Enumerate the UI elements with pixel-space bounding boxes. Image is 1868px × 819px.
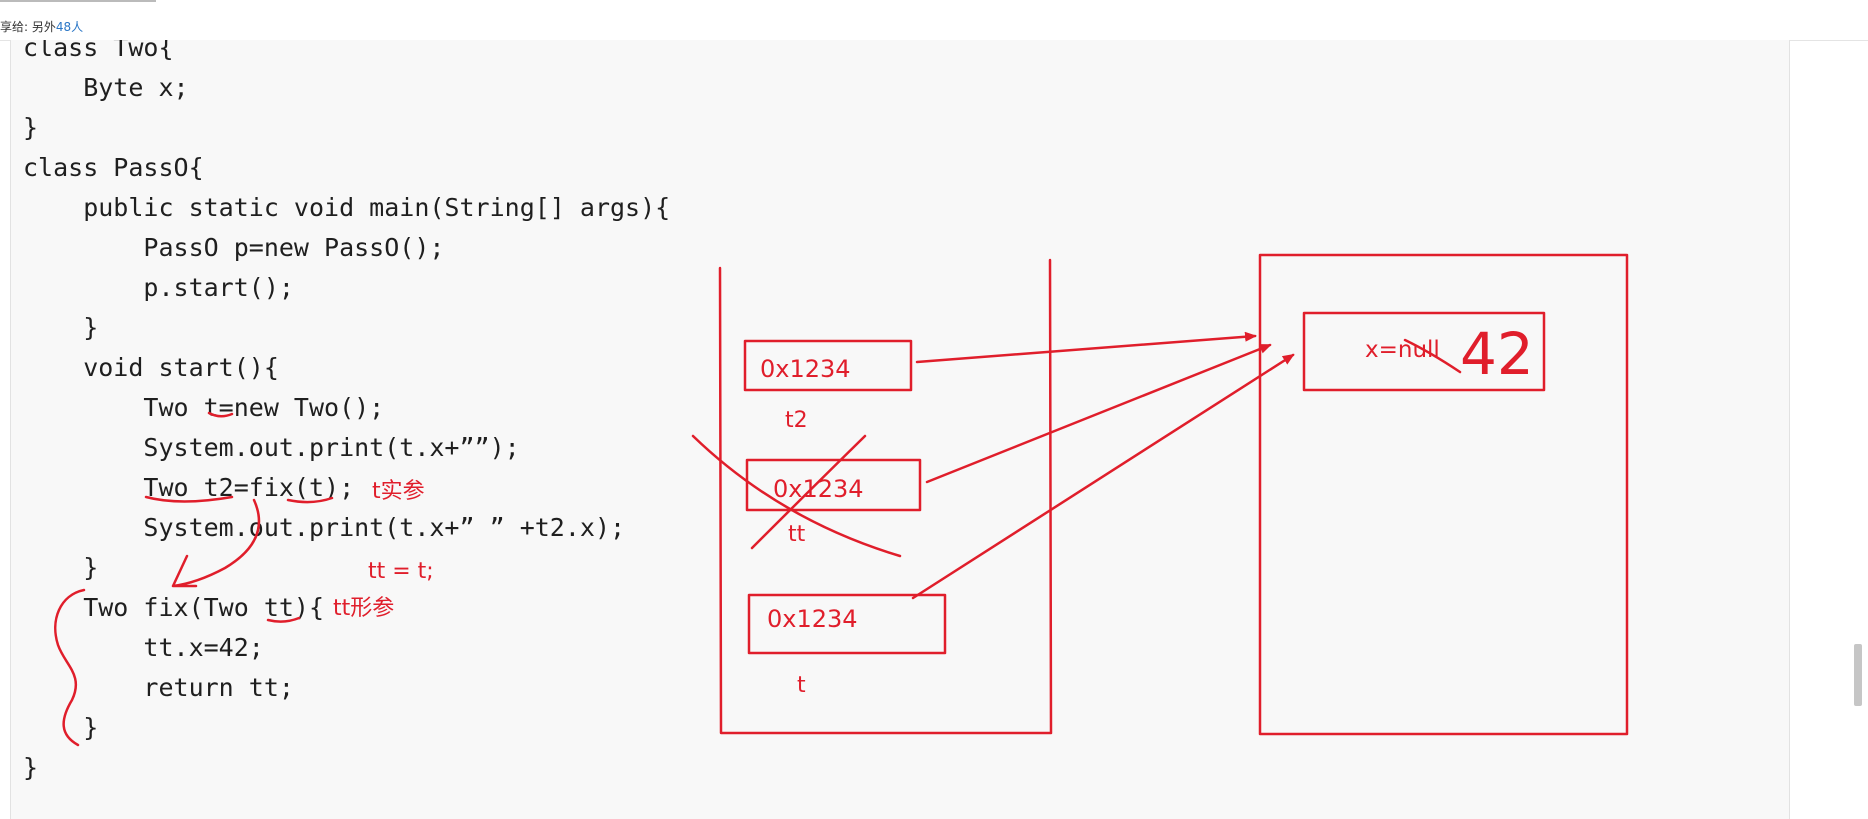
code-line: class Two{ xyxy=(23,40,174,62)
code-line: public static void main(String[] args){ xyxy=(23,193,671,222)
code-line: } xyxy=(23,753,39,782)
heap-new-value: 42 xyxy=(1460,320,1534,388)
tab-indicator xyxy=(0,0,156,2)
underline-fix-t xyxy=(286,496,334,504)
cross-out-tt xyxy=(691,434,902,558)
code-line: return tt; xyxy=(23,673,294,702)
code-line: Byte x; xyxy=(23,73,189,102)
stack-box-bottom xyxy=(747,593,947,655)
stack-var-t: t xyxy=(797,673,806,698)
underline-t xyxy=(207,411,234,418)
code-line: Two fix(Two tt){ xyxy=(23,593,325,622)
heap-field-value: x=null xyxy=(1365,337,1440,363)
strike-null xyxy=(1403,338,1462,374)
method-brace xyxy=(54,588,86,747)
note-assign: tt = t; xyxy=(368,559,434,584)
code-line: tt.x=42; xyxy=(23,633,264,662)
arrow-t2-to-heap xyxy=(915,331,1257,364)
stack-var-tt: tt xyxy=(788,522,806,547)
code-line: System.out.print(t.x+””); xyxy=(23,433,520,462)
stack-frame xyxy=(718,258,1053,735)
code-line: } xyxy=(23,313,99,342)
code-block: class Two{ Byte x; } class PassO{ public… xyxy=(10,40,1790,819)
share-prefix: 享给: 另外 xyxy=(0,20,56,34)
code-line: class PassO{ xyxy=(23,153,204,182)
code-line: System.out.print(t.x+” ” +t2.x); xyxy=(23,513,626,542)
code-line: p.start(); xyxy=(23,273,294,302)
scrollbar-thumb[interactable] xyxy=(1854,644,1862,706)
argument-flow-arrow xyxy=(171,498,261,588)
stack-box-middle xyxy=(745,458,922,512)
underline-two-t2 xyxy=(144,495,234,503)
stack-value-top: 0x1234 xyxy=(760,355,851,383)
heap-object-box xyxy=(1302,311,1546,392)
note-actual-param: t实参 xyxy=(372,479,425,504)
share-info: 享给: 另外48人 xyxy=(0,18,83,35)
code-line: PassO p=new PassO(); xyxy=(23,233,445,262)
stack-var-t2: t2 xyxy=(785,408,808,433)
underline-tt xyxy=(266,616,301,623)
arrow-t-to-heap xyxy=(911,353,1295,600)
stack-box-top xyxy=(743,339,913,392)
heap-frame xyxy=(1258,253,1629,736)
stack-value-bottom: 0x1234 xyxy=(767,605,858,633)
code-line: void start(){ xyxy=(23,353,279,382)
share-count-link[interactable]: 48人 xyxy=(55,20,84,34)
arrow-tt-to-heap xyxy=(925,343,1272,484)
code-line: } xyxy=(23,713,99,742)
code-line: Two t=new Two(); xyxy=(23,393,385,422)
code-line: } xyxy=(23,113,39,142)
stack-value-middle: 0x1234 xyxy=(773,475,864,503)
code-lines: class Two{ Byte x; } class PassO{ public… xyxy=(23,40,670,788)
note-formal-param: tt形参 xyxy=(333,596,394,621)
code-line: } xyxy=(23,553,99,582)
